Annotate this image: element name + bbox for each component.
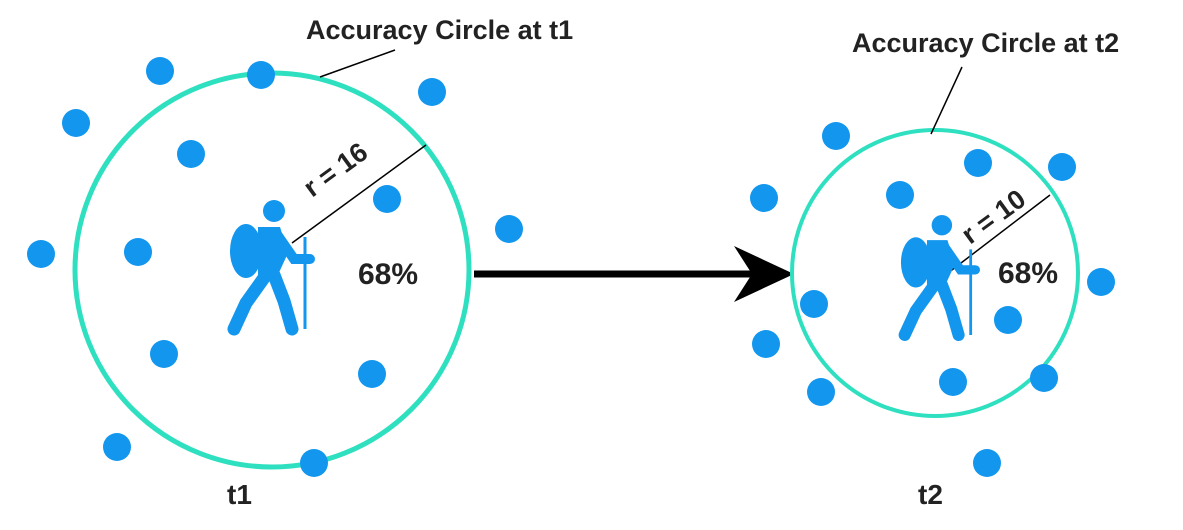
location-dot-icon [373,185,401,213]
location-dot-icon [886,181,914,209]
location-dot-icon [103,433,131,461]
t2-callout: Accuracy Circle at t2 [852,28,1119,58]
t1-radius-line [291,144,427,244]
location-dot-icon [750,184,778,212]
location-dot-icon [62,109,90,137]
location-dot-icon [1030,364,1058,392]
t2-time-label: t2 [918,479,943,510]
location-dot-icon [964,149,992,177]
t2-accuracy-circle [790,128,1080,418]
location-dot-icon [150,340,178,368]
t1-location-dots [27,57,523,461]
location-dot-icon [146,57,174,85]
location-dot-icon [939,368,967,396]
location-dot-icon [300,449,328,477]
location-dot-icon [1087,268,1115,296]
location-dot-icon [752,330,780,358]
t1-percent: 68% [358,258,418,291]
t2-radius-label: r = 10 [956,184,1031,250]
location-dot-icon [807,378,835,406]
t2-callout-leader [930,66,963,135]
t1-callout: Accuracy Circle at t1 [306,15,573,45]
t1-time-label: t1 [227,479,252,510]
t1-callout-leader [319,49,396,78]
location-dot-icon [418,78,446,106]
t2-group: r = 10 68% Accuracy Circle at t2 t2 [750,28,1119,510]
t1-group: r = 16 68% Accuracy Circle at t1 t1 [27,15,573,510]
t1-radius-label: r = 16 [298,137,373,203]
location-dot-icon [27,240,55,268]
arrow-right-icon [474,246,794,302]
location-dot-icon [124,238,152,266]
location-dot-icon [177,140,205,168]
location-dot-icon [247,61,275,89]
location-dot-icon [822,122,850,150]
location-dot-icon [358,360,386,388]
t2-radius-line [943,194,1051,277]
location-dot-icon [994,306,1022,334]
location-dot-icon [800,290,828,318]
location-dot-icon [495,215,523,243]
location-dot-icon [1048,153,1076,181]
t2-percent: 68% [998,257,1058,290]
t2-location-dots [750,122,1115,477]
hiker-icon [230,200,310,329]
location-dot-icon [973,449,1001,477]
